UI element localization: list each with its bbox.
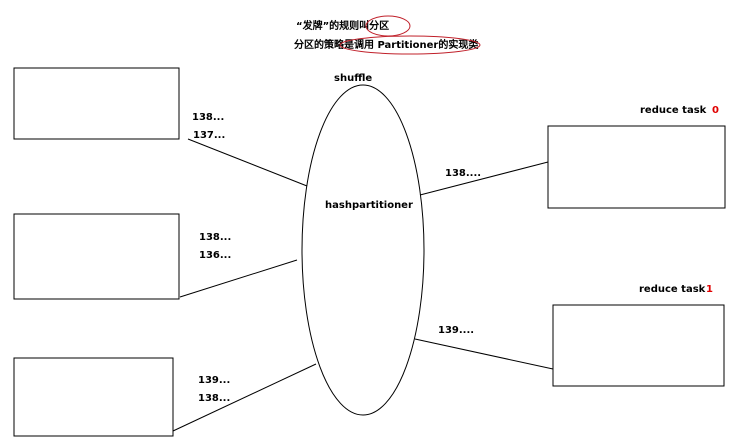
map-3-key-2: 138...: [198, 393, 230, 404]
map-2-key-2: 136...: [199, 250, 231, 261]
map-output-box-3: [13, 357, 174, 437]
connector-map-1: [187, 138, 308, 187]
reduce-task-0-box: [547, 125, 726, 209]
reduce-task-0-index: 0: [712, 105, 719, 116]
hash-partitioner-ellipse: [301, 84, 425, 416]
map-3-key-1: 139...: [198, 375, 230, 386]
connector-map-3: [172, 363, 317, 432]
map-2-key-1: 138...: [199, 232, 231, 243]
connector-reduce-0: [419, 161, 549, 196]
connector-map-2: [179, 259, 298, 298]
map-output-box-1: [13, 67, 180, 140]
shuffle-label: shuffle: [334, 73, 372, 84]
partitioner-label: hashpartitioner: [325, 200, 413, 211]
reduce-task-1-index: 1: [706, 284, 713, 295]
reduce-1-key: 139....: [438, 325, 474, 336]
reduce-0-key: 138....: [445, 168, 481, 179]
highlight-circle-partitioner: [339, 35, 481, 55]
map-output-box-2: [13, 213, 180, 300]
note-line-2: 分区的策略是调用 Partitioner的实现类: [294, 38, 478, 51]
map-1-key-1: 138...: [192, 112, 224, 123]
connector-reduce-1: [414, 338, 554, 370]
reduce-task-1-box: [552, 304, 725, 387]
reduce-task-1-label: reduce task1: [639, 284, 713, 295]
map-1-key-2: 137...: [193, 130, 225, 141]
note-line-1: “发牌”的规则叫分区: [296, 19, 389, 32]
